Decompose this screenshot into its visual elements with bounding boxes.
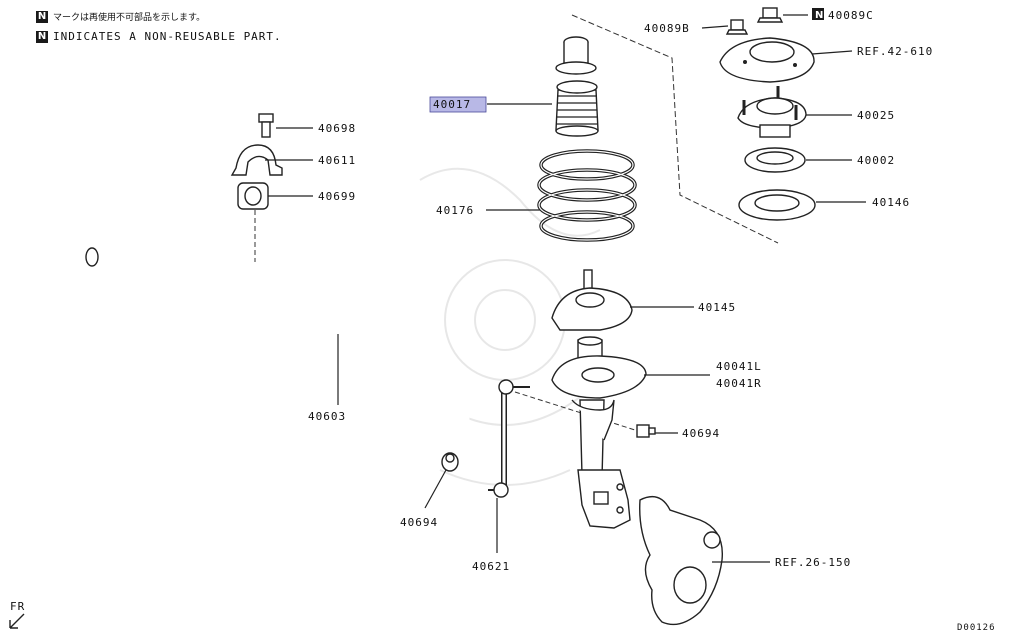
- label-40041r[interactable]: 40041R: [716, 377, 762, 390]
- label-ref-42-610[interactable]: REF.42-610: [857, 45, 933, 58]
- link-nut-right[interactable]: [636, 424, 656, 438]
- steering-knuckle: [639, 496, 724, 626]
- mount-group-bracket: [571, 14, 779, 244]
- stabilizer-link-nut[interactable]: [441, 452, 459, 472]
- bracket-bolt[interactable]: [258, 113, 274, 138]
- label-40025[interactable]: 40025: [857, 109, 895, 122]
- stabilizer-bar[interactable]: [85, 217, 487, 472]
- label-40698[interactable]: 40698: [318, 122, 356, 135]
- non-reusable-marker: [812, 8, 824, 20]
- legend-jp: N マークは再使用不可部品を示します。: [36, 10, 205, 23]
- non-reusable-marker: N: [36, 10, 48, 23]
- label-40699[interactable]: 40699: [318, 190, 356, 203]
- label-40089b[interactable]: 40089B: [644, 22, 690, 35]
- strut-bearing[interactable]: [744, 147, 806, 173]
- top-mount-cover: [719, 37, 815, 83]
- front-label: FR: [10, 600, 25, 613]
- label-40146[interactable]: 40146: [872, 196, 910, 209]
- stabilizer-bracket[interactable]: [230, 144, 283, 176]
- non-reusable-marker-letter: N: [815, 10, 823, 21]
- label-40694-left[interactable]: 40694: [400, 516, 438, 529]
- label-40176[interactable]: 40176: [436, 204, 474, 217]
- label-40089c[interactable]: 40089C: [828, 9, 874, 22]
- coil-spring[interactable]: [537, 149, 637, 242]
- stabilizer-link[interactable]: [488, 379, 530, 498]
- label-40145[interactable]: 40145: [698, 301, 736, 314]
- legend-jp-text: マークは再使用不可部品を示します。: [53, 13, 206, 23]
- upper-spring-pad[interactable]: [551, 287, 633, 331]
- label-40603[interactable]: 40603: [308, 410, 346, 423]
- non-reusable-marker: N: [36, 30, 48, 43]
- stabilizer-bushing[interactable]: [237, 182, 269, 210]
- label-40694-right[interactable]: 40694: [682, 427, 720, 440]
- highlight-box: [429, 96, 487, 113]
- bump-stopper-boot[interactable]: [555, 36, 599, 137]
- label-40002[interactable]: 40002: [857, 154, 895, 167]
- diagram-code: D00126: [957, 623, 996, 633]
- mount-nut-40089b[interactable]: [725, 19, 749, 35]
- leader-lines: [265, 14, 866, 563]
- label-40041l[interactable]: 40041L: [716, 360, 762, 373]
- mount-nut-40089c[interactable]: [756, 7, 784, 23]
- label-ref-26-150[interactable]: REF.26-150: [775, 556, 851, 569]
- label-40017[interactable]: 40017: [433, 98, 471, 111]
- label-40621[interactable]: 40621: [472, 560, 510, 573]
- spring-seat-40146[interactable]: [738, 189, 816, 221]
- strut-mount[interactable]: [737, 86, 807, 138]
- front-arrow-icon: [9, 613, 25, 629]
- strut-assembly[interactable]: [551, 336, 647, 529]
- legend-en: N INDICATES A NON-REUSABLE PART.: [36, 30, 282, 43]
- label-40611[interactable]: 40611: [318, 154, 356, 167]
- legend-en-text: INDICATES A NON-REUSABLE PART.: [53, 30, 282, 43]
